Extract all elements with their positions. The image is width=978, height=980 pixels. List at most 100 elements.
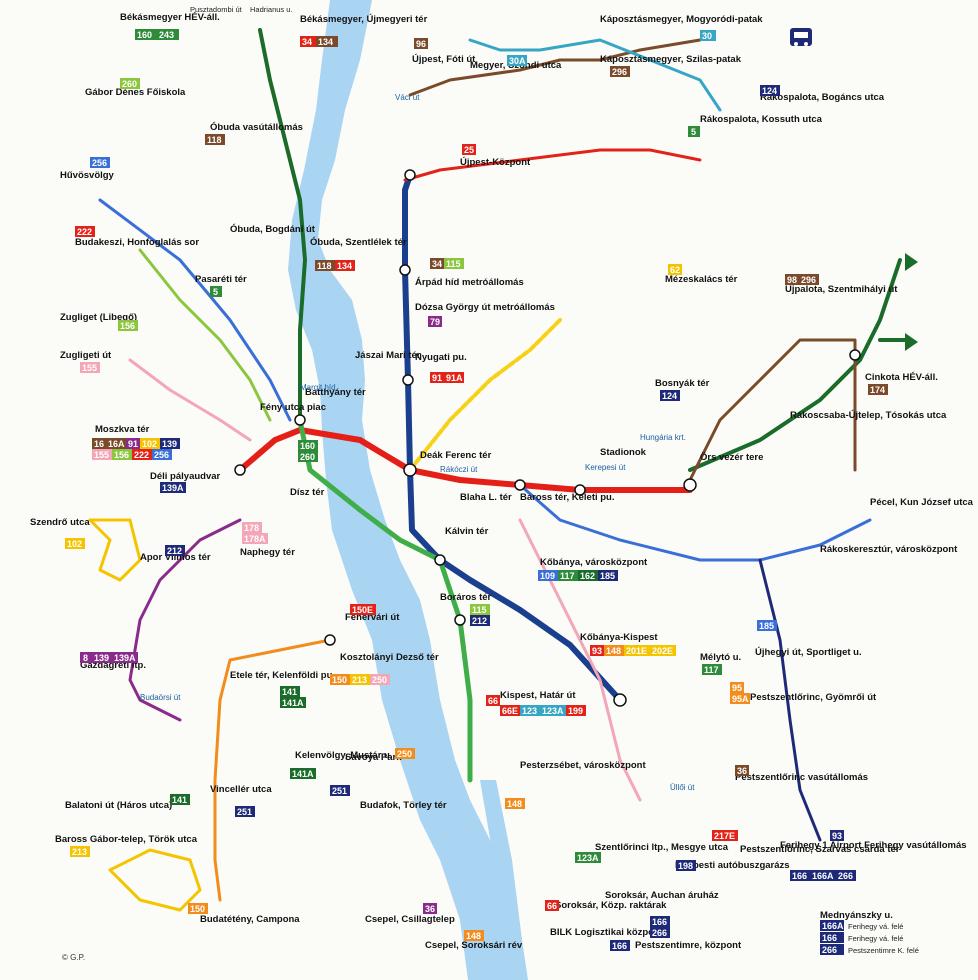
route-badge[interactable]	[132, 449, 152, 460]
route-badge[interactable]	[126, 438, 140, 449]
route-badge[interactable]	[610, 940, 630, 951]
route-badge[interactable]	[668, 264, 682, 275]
route-badge[interactable]	[118, 320, 138, 331]
route-badge[interactable]	[80, 652, 92, 663]
route-badge[interactable]	[205, 134, 225, 145]
route-badge[interactable]	[414, 38, 428, 49]
route-badge[interactable]	[335, 260, 355, 271]
route-badge[interactable]	[464, 930, 484, 941]
route-badge[interactable]	[428, 316, 442, 327]
station-dot[interactable]	[294, 414, 306, 426]
route-badge[interactable]	[242, 533, 268, 544]
station-dot[interactable]	[454, 614, 466, 626]
route-badge[interactable]	[624, 645, 650, 656]
route-badge[interactable]	[810, 870, 836, 881]
route-badge[interactable]	[315, 260, 335, 271]
route-badge[interactable]	[165, 545, 185, 556]
route-badge[interactable]	[298, 451, 318, 462]
route-badge[interactable]	[702, 664, 722, 675]
route-badge[interactable]	[757, 620, 777, 631]
route-badge[interactable]	[160, 482, 186, 493]
route-badge[interactable]	[80, 362, 100, 373]
route-badge[interactable]	[242, 522, 262, 533]
route-badge[interactable]	[520, 705, 540, 716]
station-dot[interactable]	[402, 374, 414, 386]
route-badge[interactable]	[650, 645, 676, 656]
route-badge[interactable]	[507, 55, 527, 66]
route-badge[interactable]	[120, 78, 140, 89]
route-badge[interactable]	[300, 36, 316, 47]
route-badge[interactable]	[676, 860, 696, 871]
route-badge[interactable]	[152, 449, 172, 460]
route-badge[interactable]	[712, 830, 738, 841]
route-badge[interactable]	[500, 705, 520, 716]
route-badge[interactable]	[330, 674, 350, 685]
route-badge[interactable]	[430, 372, 444, 383]
route-badge[interactable]	[836, 870, 856, 881]
route-badge[interactable]	[65, 538, 85, 549]
route-badge[interactable]	[70, 846, 90, 857]
route-badge[interactable]	[330, 785, 350, 796]
route-badge[interactable]	[90, 157, 110, 168]
route-badge[interactable]	[370, 674, 390, 685]
route-badge[interactable]	[790, 870, 810, 881]
route-badge[interactable]	[610, 66, 630, 77]
route-badge[interactable]	[538, 570, 558, 581]
station-dot[interactable]	[849, 349, 861, 361]
route-badge[interactable]	[290, 768, 316, 779]
route-badge[interactable]	[700, 30, 716, 41]
route-badge[interactable]	[298, 440, 318, 451]
route-badge[interactable]	[280, 686, 300, 697]
station-dot[interactable]	[613, 693, 627, 707]
route-badge[interactable]	[462, 144, 476, 155]
route-badge[interactable]	[112, 449, 132, 460]
station-dot[interactable]	[324, 634, 336, 646]
route-badge[interactable]	[92, 652, 112, 663]
route-badge[interactable]	[160, 438, 180, 449]
route-badge[interactable]	[430, 258, 444, 269]
station-dot[interactable]	[574, 484, 586, 496]
route-badge[interactable]	[470, 604, 490, 615]
route-badge[interactable]	[235, 806, 255, 817]
route-badge[interactable]	[350, 604, 376, 615]
route-badge[interactable]	[660, 390, 680, 401]
route-badge[interactable]	[423, 903, 437, 914]
route-badge[interactable]	[558, 570, 578, 581]
route-badge[interactable]	[650, 927, 670, 938]
station-dot[interactable]	[683, 478, 697, 492]
station-dot[interactable]	[514, 479, 526, 491]
route-badge[interactable]	[395, 748, 415, 759]
route-badge[interactable]	[92, 438, 106, 449]
route-badge[interactable]	[545, 900, 559, 911]
route-badge[interactable]	[486, 695, 500, 706]
route-badge[interactable]	[590, 645, 604, 656]
route-badge[interactable]	[106, 438, 126, 449]
route-badge[interactable]	[444, 372, 464, 383]
route-badge[interactable]	[799, 274, 819, 285]
route-badge[interactable]	[210, 286, 222, 297]
route-badge[interactable]	[350, 674, 370, 685]
station-dot[interactable]	[434, 554, 446, 566]
route-badge[interactable]	[112, 652, 138, 663]
route-badge[interactable]	[604, 645, 624, 656]
route-badge[interactable]	[785, 274, 799, 285]
route-badge[interactable]	[157, 29, 179, 40]
route-badge[interactable]	[760, 85, 780, 96]
route-badge[interactable]	[730, 693, 750, 704]
route-badge[interactable]	[470, 615, 490, 626]
route-badge[interactable]	[505, 798, 525, 809]
station-dot[interactable]	[404, 169, 416, 181]
route-badge[interactable]	[316, 36, 338, 47]
route-badge[interactable]	[140, 438, 160, 449]
route-badge[interactable]	[540, 705, 566, 716]
route-badge[interactable]	[280, 697, 306, 708]
route-badge[interactable]	[188, 903, 208, 914]
station-dot[interactable]	[403, 463, 417, 477]
route-badge[interactable]	[566, 705, 586, 716]
route-badge[interactable]	[170, 794, 190, 805]
route-badge[interactable]	[650, 916, 670, 927]
route-badge[interactable]	[598, 570, 618, 581]
route-badge[interactable]	[688, 126, 700, 137]
station-dot[interactable]	[399, 264, 411, 276]
route-badge[interactable]	[75, 226, 95, 237]
